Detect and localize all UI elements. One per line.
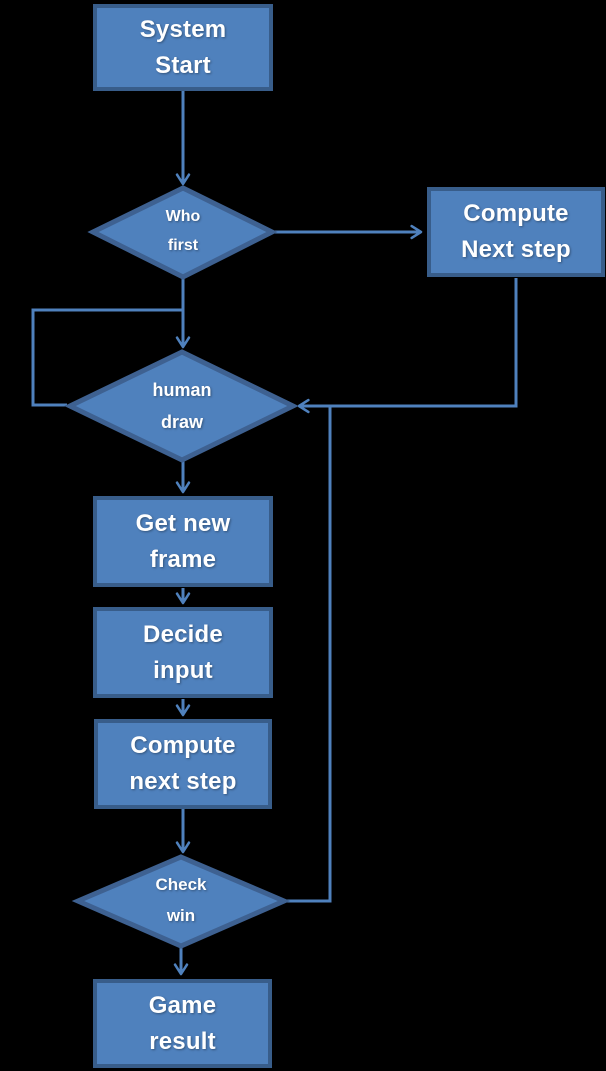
node-label-line: System — [139, 15, 227, 43]
decision-who-first-shape — [87, 185, 278, 280]
node-label-line: Decide — [143, 620, 223, 648]
node-label-line: Start — [155, 51, 211, 79]
node-label-line: Get new — [135, 509, 231, 537]
edge-who-first-to-human-draw-left-loop — [31, 308, 183, 407]
node-get-new-frame: Get new frame — [93, 496, 273, 587]
node-label-line: Game — [148, 991, 217, 1019]
node-label-line: Compute — [463, 200, 569, 227]
node-decide-input: Decide input — [93, 607, 273, 698]
decision-check-win-shape — [71, 854, 291, 949]
node-label-line: Compute — [130, 732, 236, 759]
node-label-line: frame — [149, 545, 217, 573]
edge-compute-next-step-ai-to-human-draw — [297, 278, 518, 414]
node-game-result: Game result — [93, 979, 272, 1068]
node-label-line: next step — [129, 768, 237, 795]
node-compute-next-step-ai: Compute Next step — [427, 187, 605, 277]
node-compute-next-step: Compute next step — [94, 719, 272, 809]
edge-check-win-to-human-draw-right-loop — [285, 406, 332, 903]
node-label-line: Next step — [461, 236, 571, 263]
node-label-line: result — [149, 1027, 216, 1055]
decision-human-draw-shape — [64, 349, 299, 463]
node-system-start: System Start — [93, 4, 273, 91]
node-label-line: input — [153, 656, 213, 684]
